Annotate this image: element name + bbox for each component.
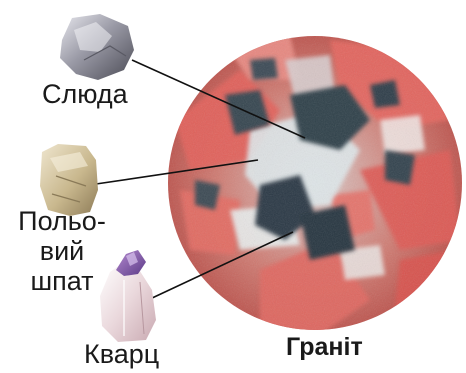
feldspar-label-line-1: Польо- [6, 206, 118, 236]
mica-label: Слюда [42, 81, 128, 108]
mica-specimen-image [60, 14, 134, 80]
granite-caption: Граніт [286, 333, 363, 362]
feldspar-label: Польо- вий шпат [6, 206, 118, 297]
granite-sample-image [160, 30, 466, 340]
feldspar-label-line-3: шпат [6, 266, 118, 296]
quartz-label: Кварц [84, 341, 159, 368]
feldspar-label-line-2: вий [6, 236, 118, 266]
